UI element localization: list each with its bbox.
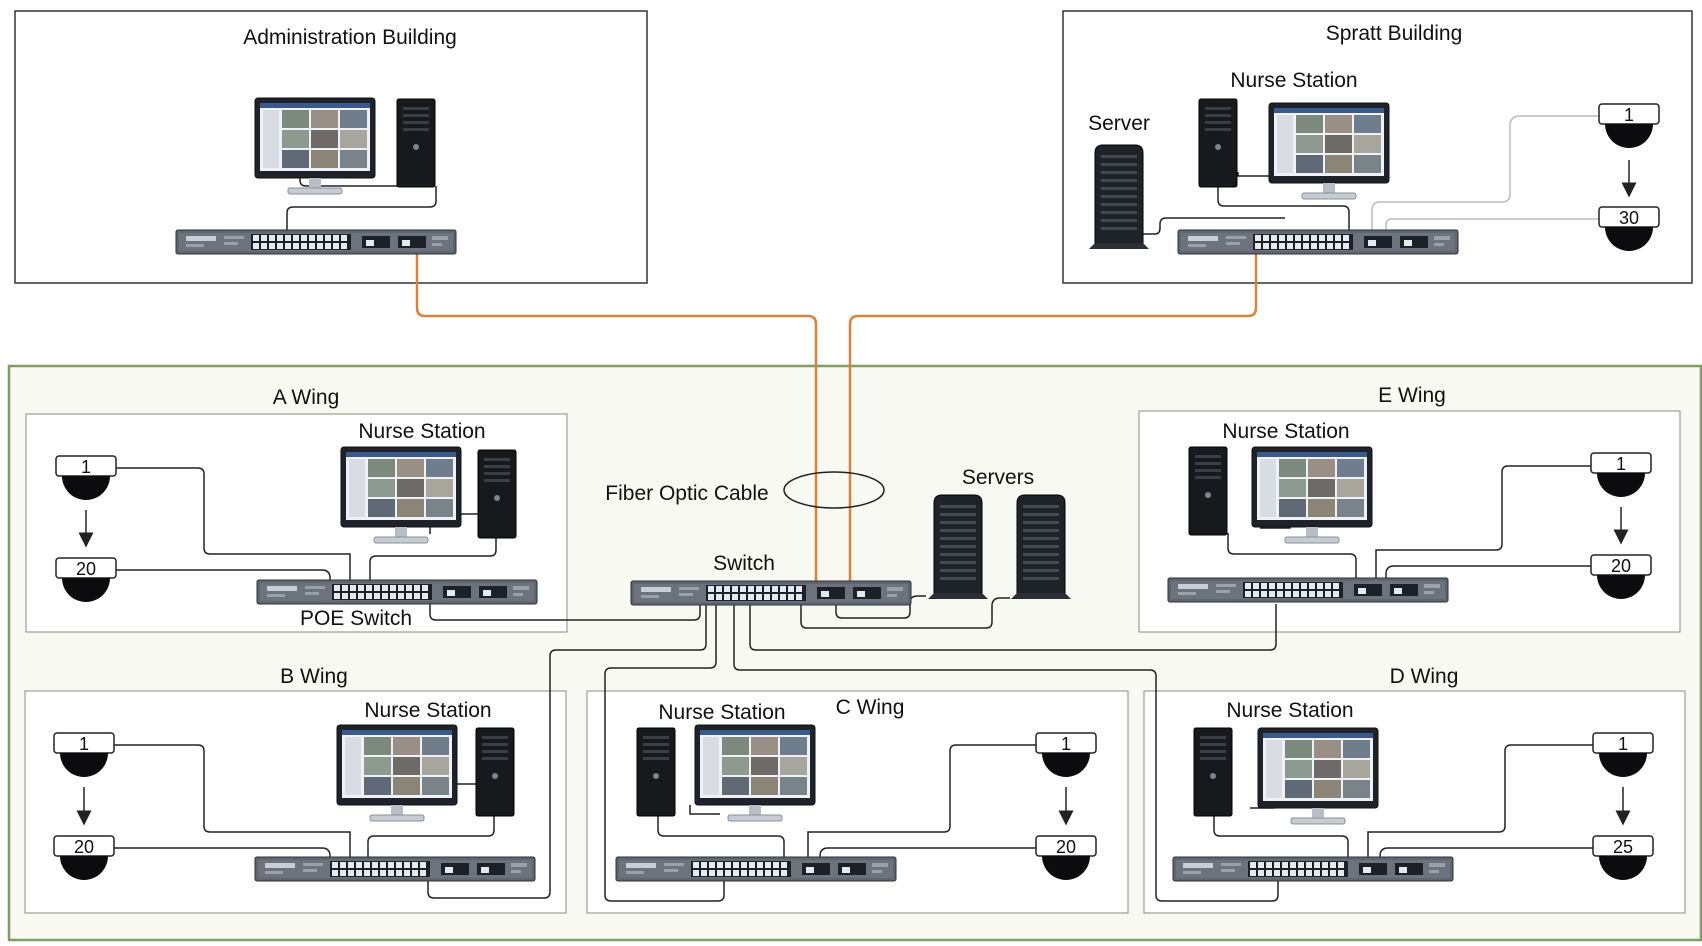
a-wing-poe-switch bbox=[256, 579, 538, 605]
b-wing-label: B Wing bbox=[280, 665, 348, 688]
camera-sequence-arrows bbox=[76, 160, 1637, 826]
spratt-server-label: Server bbox=[1088, 112, 1150, 135]
b-wing-poe-switch bbox=[254, 856, 536, 882]
spratt-pc-tower bbox=[1198, 98, 1238, 188]
d-wing-nurse-station-label: Nurse Station bbox=[1226, 699, 1353, 722]
c-wing-poe-switch bbox=[615, 856, 897, 882]
spratt-camera-cables bbox=[1371, 115, 1600, 232]
central-server-2 bbox=[1010, 494, 1072, 600]
fiber-optic-cable-label: Fiber Optic Cable bbox=[605, 482, 768, 505]
d-wing-camera-first-number: 1 bbox=[1618, 734, 1628, 754]
central-switch bbox=[630, 580, 912, 606]
d-wing-poe-switch bbox=[1172, 856, 1454, 882]
poe-switch-label: POE Switch bbox=[300, 607, 412, 630]
c-wing-camera-last-number: 20 bbox=[1056, 837, 1076, 857]
e-wing-camera-last-number: 20 bbox=[1611, 556, 1631, 576]
c-wing-camera-first-number: 1 bbox=[1061, 734, 1071, 754]
e-wing-label: E Wing bbox=[1378, 384, 1446, 407]
d-wing-camera-last-number: 25 bbox=[1613, 837, 1633, 857]
spratt-camera-first-number: 1 bbox=[1624, 105, 1634, 125]
a-wing-label: A Wing bbox=[273, 386, 340, 409]
e-wing-nurse-station-label: Nurse Station bbox=[1222, 420, 1349, 443]
a-wing-camera-first-number: 1 bbox=[81, 457, 91, 477]
spratt-building-label: Spratt Building bbox=[1326, 22, 1463, 45]
administration-building-label: Administration Building bbox=[243, 26, 457, 49]
b-wing-camera-first-number: 1 bbox=[79, 734, 89, 754]
a-wing-nurse-station-label: Nurse Station bbox=[358, 420, 485, 443]
b-wing-camera-last-number: 20 bbox=[74, 837, 94, 857]
e-wing-camera-first-number: 1 bbox=[1616, 454, 1626, 474]
d-wing-pc-tower bbox=[1193, 727, 1233, 817]
a-wing-camera-last-number: 20 bbox=[76, 559, 96, 579]
a-wing-pc-tower bbox=[477, 449, 517, 539]
admin-switch bbox=[175, 229, 457, 255]
switch-label: Switch bbox=[713, 552, 775, 575]
fiber-bundle-ellipse bbox=[783, 471, 885, 509]
c-wing-pc-tower bbox=[636, 727, 676, 817]
c-wing-nurse-station-label: Nurse Station bbox=[658, 701, 785, 724]
admin-pc-tower bbox=[396, 98, 436, 188]
e-wing-poe-switch bbox=[1167, 577, 1449, 603]
spratt-camera-last-number: 30 bbox=[1619, 208, 1639, 228]
central-server-1 bbox=[927, 494, 989, 600]
fiber-cable-admin bbox=[415, 246, 818, 586]
fiber-cable-spratt bbox=[848, 246, 1258, 586]
b-wing-nurse-station-label: Nurse Station bbox=[364, 699, 491, 722]
spratt-server bbox=[1088, 144, 1150, 250]
c-wing-label: C Wing bbox=[836, 696, 905, 719]
d-wing-label: D Wing bbox=[1390, 665, 1459, 688]
e-wing-pc-tower bbox=[1188, 446, 1228, 536]
b-wing-pc-tower bbox=[475, 727, 515, 817]
spratt-nurse-station-label: Nurse Station bbox=[1230, 69, 1357, 92]
servers-label: Servers bbox=[962, 466, 1034, 489]
spratt-switch bbox=[1177, 229, 1459, 255]
